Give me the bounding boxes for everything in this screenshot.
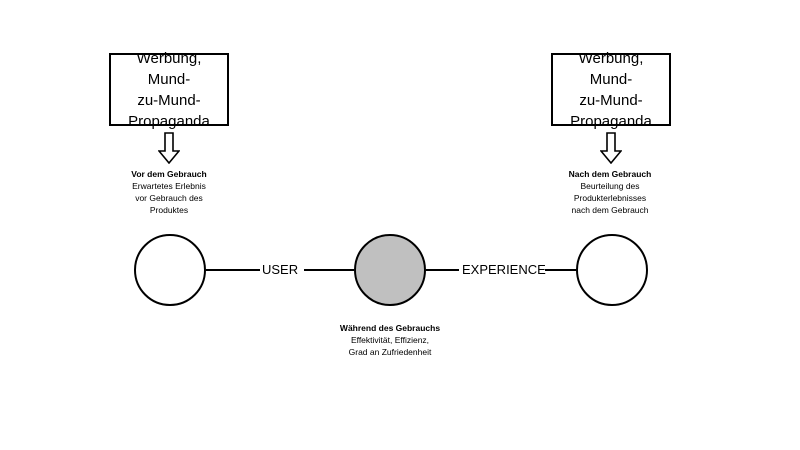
phase-before-heading: Vor dem Gebrauch (131, 169, 207, 179)
connector-line (426, 269, 459, 271)
phase-before-description: Vor dem Gebrauch Erwartetes Erlebnis vor… (89, 168, 249, 216)
connector-line (545, 269, 576, 271)
down-arrow-icon (158, 132, 180, 164)
phase-after-line: Produkterlebnisses (573, 193, 647, 203)
phase-after-description: Nach dem Gebrauch Beurteilung des Produk… (530, 168, 690, 216)
flow-label-experience: EXPERIENCE (462, 262, 546, 277)
phase-after-line: Beurteilung des (580, 181, 640, 191)
flow-label-user: USER (262, 262, 299, 277)
down-arrow-icon (600, 132, 622, 164)
phase-during-line: Grad an Zufriedenheit (348, 347, 432, 357)
connector-line (304, 269, 354, 271)
phase-after-line: nach dem Gebrauch (571, 205, 649, 215)
phase-before-line: vor Gebrauch des (135, 193, 203, 203)
connector-line (206, 269, 260, 271)
phase-after-heading: Nach dem Gebrauch (568, 169, 652, 179)
phase-after-circle (576, 234, 648, 306)
source-box-after: Werbung, Mund- zu-Mund- Propaganda (551, 50, 671, 130)
phase-before-circle (134, 234, 206, 306)
phase-before-line: Produktes (149, 205, 189, 215)
phase-during-description: Während des Gebrauchs Effektivität, Effi… (310, 322, 470, 358)
phase-during-circle (354, 234, 426, 306)
phase-during-line: Effektivität, Effizienz, (350, 335, 430, 345)
source-box-before: Werbung, Mund- zu-Mund- Propaganda (109, 50, 229, 130)
phase-during-heading: Während des Gebrauchs (339, 323, 441, 333)
phase-before-line: Erwartetes Erlebnis (132, 181, 206, 191)
